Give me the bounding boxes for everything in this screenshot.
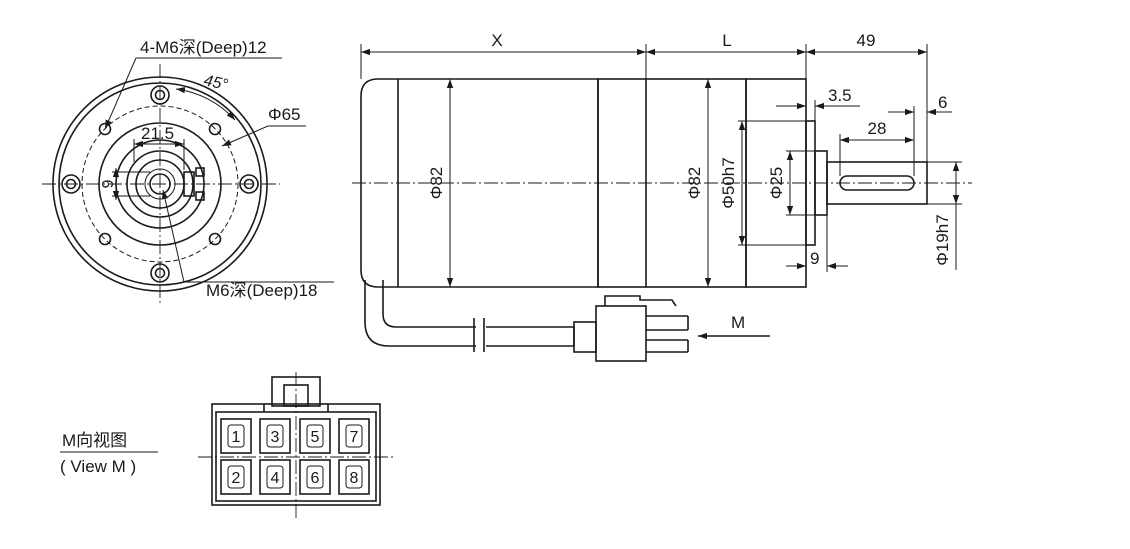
connector-face [211, 403, 381, 506]
pin-label: 8 [350, 470, 359, 487]
tap-outer-circle [144, 168, 176, 200]
motor-diameter-label: Φ82 [427, 167, 446, 199]
pin-badges [227, 424, 363, 489]
bolt-holes-label: 4-M6深(Deep)12 [140, 38, 267, 57]
front-step-circle [98, 122, 222, 246]
keyway-outline [183, 171, 195, 197]
shaft-diameter-label: Φ19h7 [933, 214, 952, 265]
pilot-diameter-label: Φ50h7 [719, 157, 738, 208]
motor-body [360, 78, 599, 288]
side-view: Φ82 Φ82 Φ50h7 Φ25 Φ19h7 X L 49 [352, 31, 972, 362]
pin-label: 1 [232, 429, 241, 446]
front-inner-rim-circle [58, 82, 262, 286]
shaft-keyway [839, 175, 915, 191]
connector-housing [595, 305, 647, 362]
center-tap-leader [161, 189, 185, 283]
key-end-label: 6 [938, 93, 947, 112]
angle-arc [175, 87, 236, 121]
shaft-length-label: 49 [857, 31, 876, 50]
center-tap-hole [149, 173, 171, 195]
cable-outer [364, 280, 476, 347]
notch-lower [195, 191, 205, 201]
pcd-leader [221, 125, 269, 147]
connector-latch-inner [283, 384, 309, 407]
pin-label: 7 [350, 429, 359, 446]
pin-label: 3 [271, 429, 280, 446]
bolt-pitch-circle [81, 105, 239, 263]
angle-label: 45° [202, 72, 230, 94]
pin-label: 5 [311, 429, 320, 446]
flange-thickness-label: 9 [810, 249, 819, 268]
key-length-label: 28 [868, 119, 887, 138]
front-outer-circle [52, 76, 268, 292]
gearbox-diameter-label: Φ82 [685, 167, 704, 199]
pin-label: 6 [311, 470, 320, 487]
mounting-holes [61, 85, 259, 283]
cable-boot [573, 321, 597, 353]
cable-inner [382, 280, 476, 328]
connector-view: 1 3 5 7 2 4 6 8 M向视图 ( View M ) [60, 372, 394, 520]
bolt-holes-leader [104, 57, 137, 130]
pilot-length-label: 3.5 [828, 86, 852, 105]
pin-label: 2 [232, 470, 241, 487]
boss-circle [126, 150, 194, 218]
pcd-label: Φ65 [268, 105, 300, 124]
connector-face-inner [215, 411, 377, 502]
pin-cavities [220, 418, 370, 495]
pin-label: 4 [271, 470, 280, 487]
key-label: 6 [98, 180, 115, 189]
cable-segment [486, 326, 575, 347]
gear-length-label: L [722, 31, 731, 50]
connector-latch [604, 295, 677, 307]
view-arrow-label: M [731, 313, 745, 332]
connector-view-title: M向视图 [62, 431, 127, 450]
boss-diameter-label: Φ25 [767, 167, 786, 199]
center-tap-label: M6深(Deep)18 [206, 281, 318, 300]
connector-view-subtitle: ( View M ) [60, 457, 136, 476]
offset-label: 21.5 [141, 124, 174, 143]
front-view: 4-M6深(Deep)12 45° Φ65 21.5 6 M6深(Deep)18 [42, 38, 334, 305]
output-shaft [826, 161, 928, 205]
body-length-label: X [491, 31, 502, 50]
notch-upper [195, 167, 205, 177]
